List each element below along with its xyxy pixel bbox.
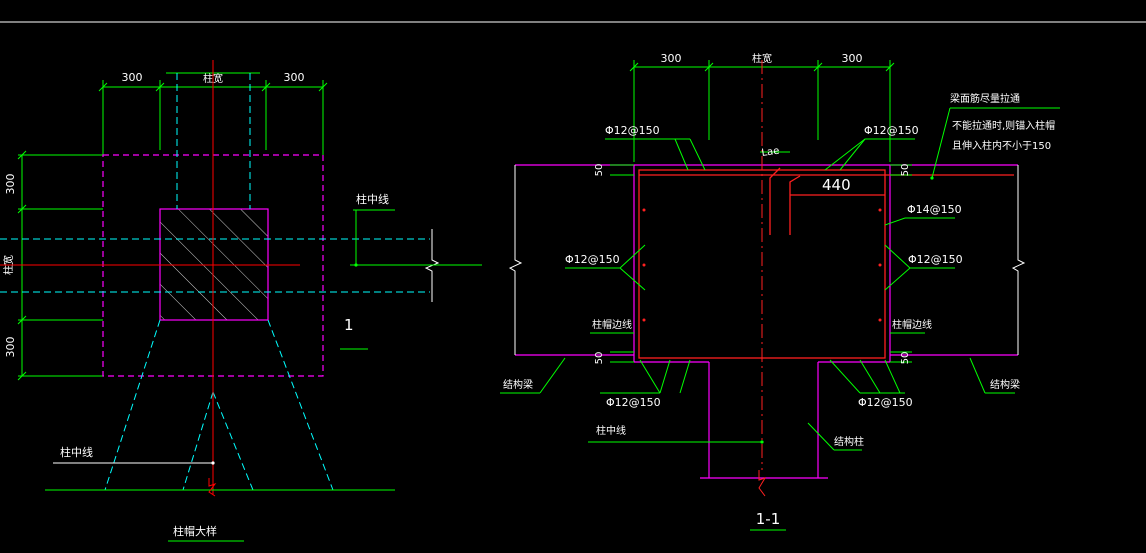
section-label-right-side-bar: Φ12@150: [908, 253, 963, 266]
section-leaders: [500, 107, 1060, 531]
section-label-bottom-right-bar: Φ12@150: [858, 396, 913, 409]
section-label-left-beam: 结构梁: [503, 378, 533, 391]
detail-leaders: [53, 209, 395, 542]
section-dim-top-left: 300: [661, 52, 682, 65]
section-dim-50-br: 50: [900, 352, 911, 365]
section-label-bottom-left-bar: Φ12@150: [606, 396, 661, 409]
detail-label-centerline-right: 柱中线: [356, 192, 389, 206]
section-50-dims: [610, 164, 912, 363]
section-dim-50-bl: 50: [594, 352, 605, 365]
section-caption: 1-1: [756, 510, 781, 528]
section-note-line2: 不能拉通时,则锚入柱帽: [952, 119, 1055, 132]
section-dim-50-tl: 50: [594, 164, 605, 177]
section-slab-lines: [515, 164, 1018, 479]
section-label-left-edge: 柱帽边线: [592, 318, 632, 331]
detail-top-dimensions: [98, 72, 328, 155]
detail-dim-left-top: 300: [4, 174, 17, 195]
column-cap-detail[interactable]: 300 柱宽 300 300 柱宽 300 柱中线 柱中线 1 柱帽大样: [0, 60, 482, 542]
section-label-left-side-bar: Φ12@150: [565, 253, 620, 266]
section-dim-top-mid: 柱宽: [752, 52, 772, 65]
section-dim-top-right: 300: [842, 52, 863, 65]
detail-dim-top-left: 300: [122, 71, 143, 84]
detail-caption: 柱帽大样: [173, 524, 217, 538]
section-label-right-beam: 结构梁: [990, 378, 1020, 391]
section-break-lines: [508, 165, 1026, 355]
section-label-column: 结构柱: [834, 435, 864, 448]
detail-dim-top-mid: 柱宽: [203, 72, 223, 85]
section-label-centerline: 柱中线: [596, 424, 626, 437]
detail-section-mark: 1: [344, 316, 354, 334]
detail-hidden-lines: [0, 73, 430, 491]
detail-dim-top-right: 300: [284, 71, 305, 84]
section-note-line3: 且伸入柱内不小于150: [952, 139, 1051, 152]
detail-label-centerline-bottom: 柱中线: [60, 445, 93, 459]
section-label-top-right-bar: Φ12@150: [864, 124, 919, 137]
section-label-top-beam-bar: Φ14@150: [907, 203, 962, 216]
detail-dim-left-bot: 300: [4, 337, 17, 358]
section-note-line1: 梁面筋尽量拉通: [950, 92, 1020, 105]
section-rebar-dots: [642, 208, 882, 322]
detail-centerlines: [0, 60, 300, 495]
section-label-lae: Lae: [761, 146, 780, 159]
section-1-1[interactable]: 300 柱宽 300 Φ12@150 Φ12@150 Lae 440 梁面筋尽量…: [500, 52, 1060, 531]
detail-dim-left-mid: 柱宽: [2, 255, 15, 275]
section-label-top-left-bar: Φ12@150: [605, 124, 660, 137]
section-label-right-edge: 柱帽边线: [892, 318, 932, 331]
detail-break-line: [350, 229, 482, 302]
section-dim-50-tr: 50: [900, 164, 911, 177]
section-label-440: 440: [822, 176, 851, 194]
